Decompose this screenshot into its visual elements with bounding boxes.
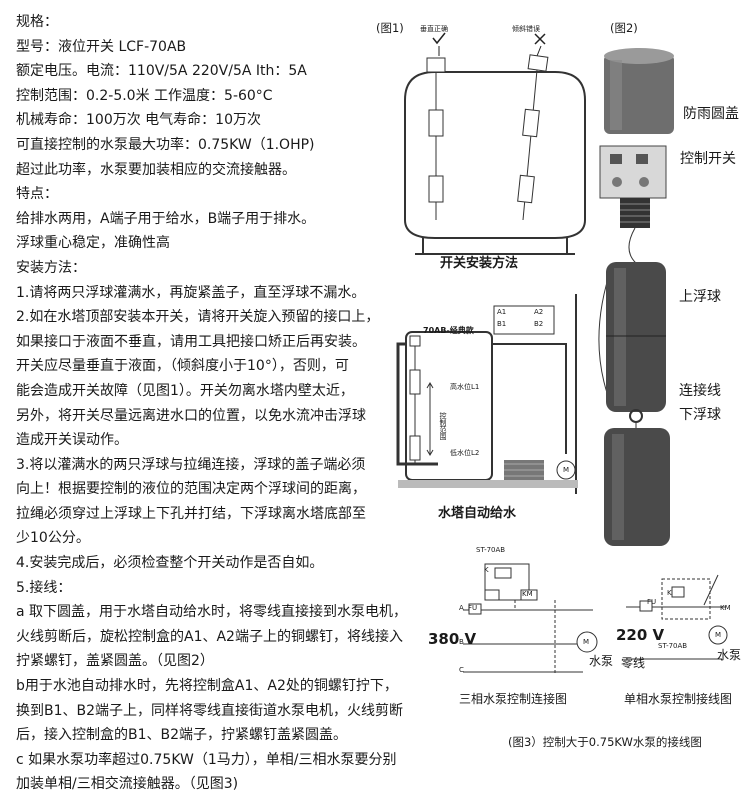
terminal-b1: B1 [497, 320, 507, 328]
text-line: 安装方法： [16, 259, 86, 276]
three-phase-pump-label: 水泵 [589, 654, 614, 668]
single-phase-km: KM [720, 604, 731, 612]
neutral-line-label: 零线 [621, 656, 646, 670]
text-line: 给排水两用，A端子用于给水，B端子用于排水。 [16, 210, 316, 227]
three-phase-km: KM [522, 590, 533, 598]
figure-1-caption: 开关安装方法 [440, 256, 519, 271]
text-line: 超过此功率，水泵要加装相应的交流接触器。 [16, 161, 296, 178]
text-line: 拉绳必须穿过上浮球上下孔并打结，下浮球离水塔底部至 [16, 505, 366, 522]
terminal-a1: A1 [497, 308, 507, 316]
three-phase-relay: K [484, 566, 489, 574]
text-line: 额定电压。电流：110V/5A 220V/5A Ith：5A [16, 63, 307, 80]
part-rain-cover: 防雨圆盖 [683, 106, 739, 122]
text-line: c 如果水泵功率超过0.75KW（1马力），单相/三相水泵要分别 [16, 751, 397, 768]
figure-2-label: (图2) [610, 21, 638, 35]
text-line: 可直接控制的水泵最大功率：0.75KW（1.OHP) [16, 136, 315, 153]
text-line: a 取下圆盖，用于水塔自动给水时，将零线直接接到水泵电机， [16, 604, 408, 621]
part-control-switch: 控制开关 [680, 151, 736, 167]
text-line: 3.将以灌满水的两只浮球与拉绳连接，浮球的盖子端必须 [16, 456, 366, 473]
text-line: 开关应尽量垂直于液面，（倾斜度小于10°），否则，可 [16, 358, 349, 375]
text-line: 如果接口于液面不垂直，请用工具把接口矫正后再安装。 [16, 333, 366, 350]
single-phase-diagram [626, 574, 728, 660]
text-line: 1.请将两只浮球灌满水，再旋紧盖子，直至浮球不漏水。 [16, 284, 366, 301]
text-line: 特点： [16, 186, 58, 203]
text-line: 浮球重心稳定，准确性高 [16, 235, 170, 252]
three-phase-diagram [463, 563, 598, 674]
text-line: 造成开关误动作。 [16, 432, 128, 449]
phase-b-label: B [459, 638, 464, 646]
control-range-label: 控制范围 [439, 412, 447, 440]
three-phase-voltage: 380 V [428, 630, 477, 648]
text-line: 少10公分。 [16, 530, 90, 547]
tank-install-diagram [404, 32, 586, 255]
text-line: 4.安装完成后，必须检查整个开关动作是否自如。 [16, 555, 324, 572]
text-line: 能会造成开关故障（见图1）。开关勿离水塔内壁太近， [16, 382, 354, 399]
single-phase-motor-symbol: M [715, 631, 722, 639]
figure-3-label: (图3）控制大于0.75KW水泵的接线图 [508, 735, 702, 749]
single-phase-pump-label: 水泵 [717, 648, 742, 662]
text-line: b用于水池自动排水时，先将控制盒A1、A2处的铜螺钉拧下， [16, 678, 398, 695]
phase-a-label: A [459, 604, 464, 612]
text-line: 换到B1、B2端子上，同样将零线直接街道水泵电机，火线剪断 [16, 702, 404, 719]
part-connecting-line: 连接线 [679, 383, 721, 399]
text-line: 5.接线： [16, 579, 72, 596]
tilt-wrong-label: 倾斜错误 [512, 25, 540, 33]
three-phase-fu: FU [468, 604, 478, 612]
figure-1-label: (图1) [376, 21, 404, 35]
text-line: 2.如在水塔顶部安装本开关，请将开关旋入预留的接口上， [16, 309, 380, 326]
single-phase-model: ST-70AB [658, 642, 688, 650]
three-phase-model: ST-70AB [476, 546, 506, 554]
water-tower-diagram [396, 294, 578, 494]
text-line: 后，接入控制盒的B1、B2端子，拧紧螺钉盖紧圆盖。 [16, 727, 348, 744]
text-line: 拧紧螺钉，盖紧圆盖。（见图2） [16, 653, 214, 670]
instruction-text: 规格： 型号：液位开关 LCF-70AB 额定电压。电流：110V/5A 220V/… [16, 10, 436, 797]
tower-caption: 水塔自动给水 [438, 506, 517, 521]
text-line: 规格： [16, 14, 58, 30]
single-phase-caption: 单相水泵控制接线图 [624, 692, 733, 706]
single-phase-voltage: 220 V [616, 626, 665, 644]
vertical-correct-label: 垂直正确 [420, 25, 448, 33]
text-line: 火线剪断后，旋松控制盒的A1、A2端子上的铜螺钉，将线接入 [16, 628, 403, 645]
text-line: 控制范围：0.2-5.0米 工作温度：5-60°C [16, 87, 273, 104]
terminal-b2: B2 [534, 320, 544, 328]
single-phase-fu: FU [647, 598, 657, 606]
text-line: 加装单相/三相交流接触器。（见图3) [16, 776, 239, 793]
text-line: 型号：液位开关 LCF-70AB [16, 38, 187, 55]
text-line: 机械寿命：100万次 电气寿命：10万次 [16, 112, 261, 129]
switch-exploded-diagram [598, 48, 674, 546]
single-phase-relay: K [667, 589, 672, 597]
high-water-label: 高水位L1 [450, 383, 480, 391]
low-water-label: 低水位L2 [450, 449, 480, 457]
tower-motor-symbol: M [563, 466, 570, 474]
text-line: 向上！根据要控制的液位的范围决定两个浮球间的距离， [16, 481, 366, 498]
three-phase-caption: 三相水泵控制连接图 [459, 692, 568, 706]
part-upper-float: 上浮球 [679, 289, 721, 305]
tower-model-label: 70AB-经典款 [423, 326, 474, 335]
part-lower-float: 下浮球 [679, 407, 721, 423]
terminal-a2: A2 [534, 308, 544, 316]
phase-c-label: C [459, 666, 464, 674]
three-phase-motor-symbol: M [583, 638, 590, 646]
text-line: 另外，将开关尽量远离进水口的位置，以免水流冲击浮球 [16, 407, 366, 424]
